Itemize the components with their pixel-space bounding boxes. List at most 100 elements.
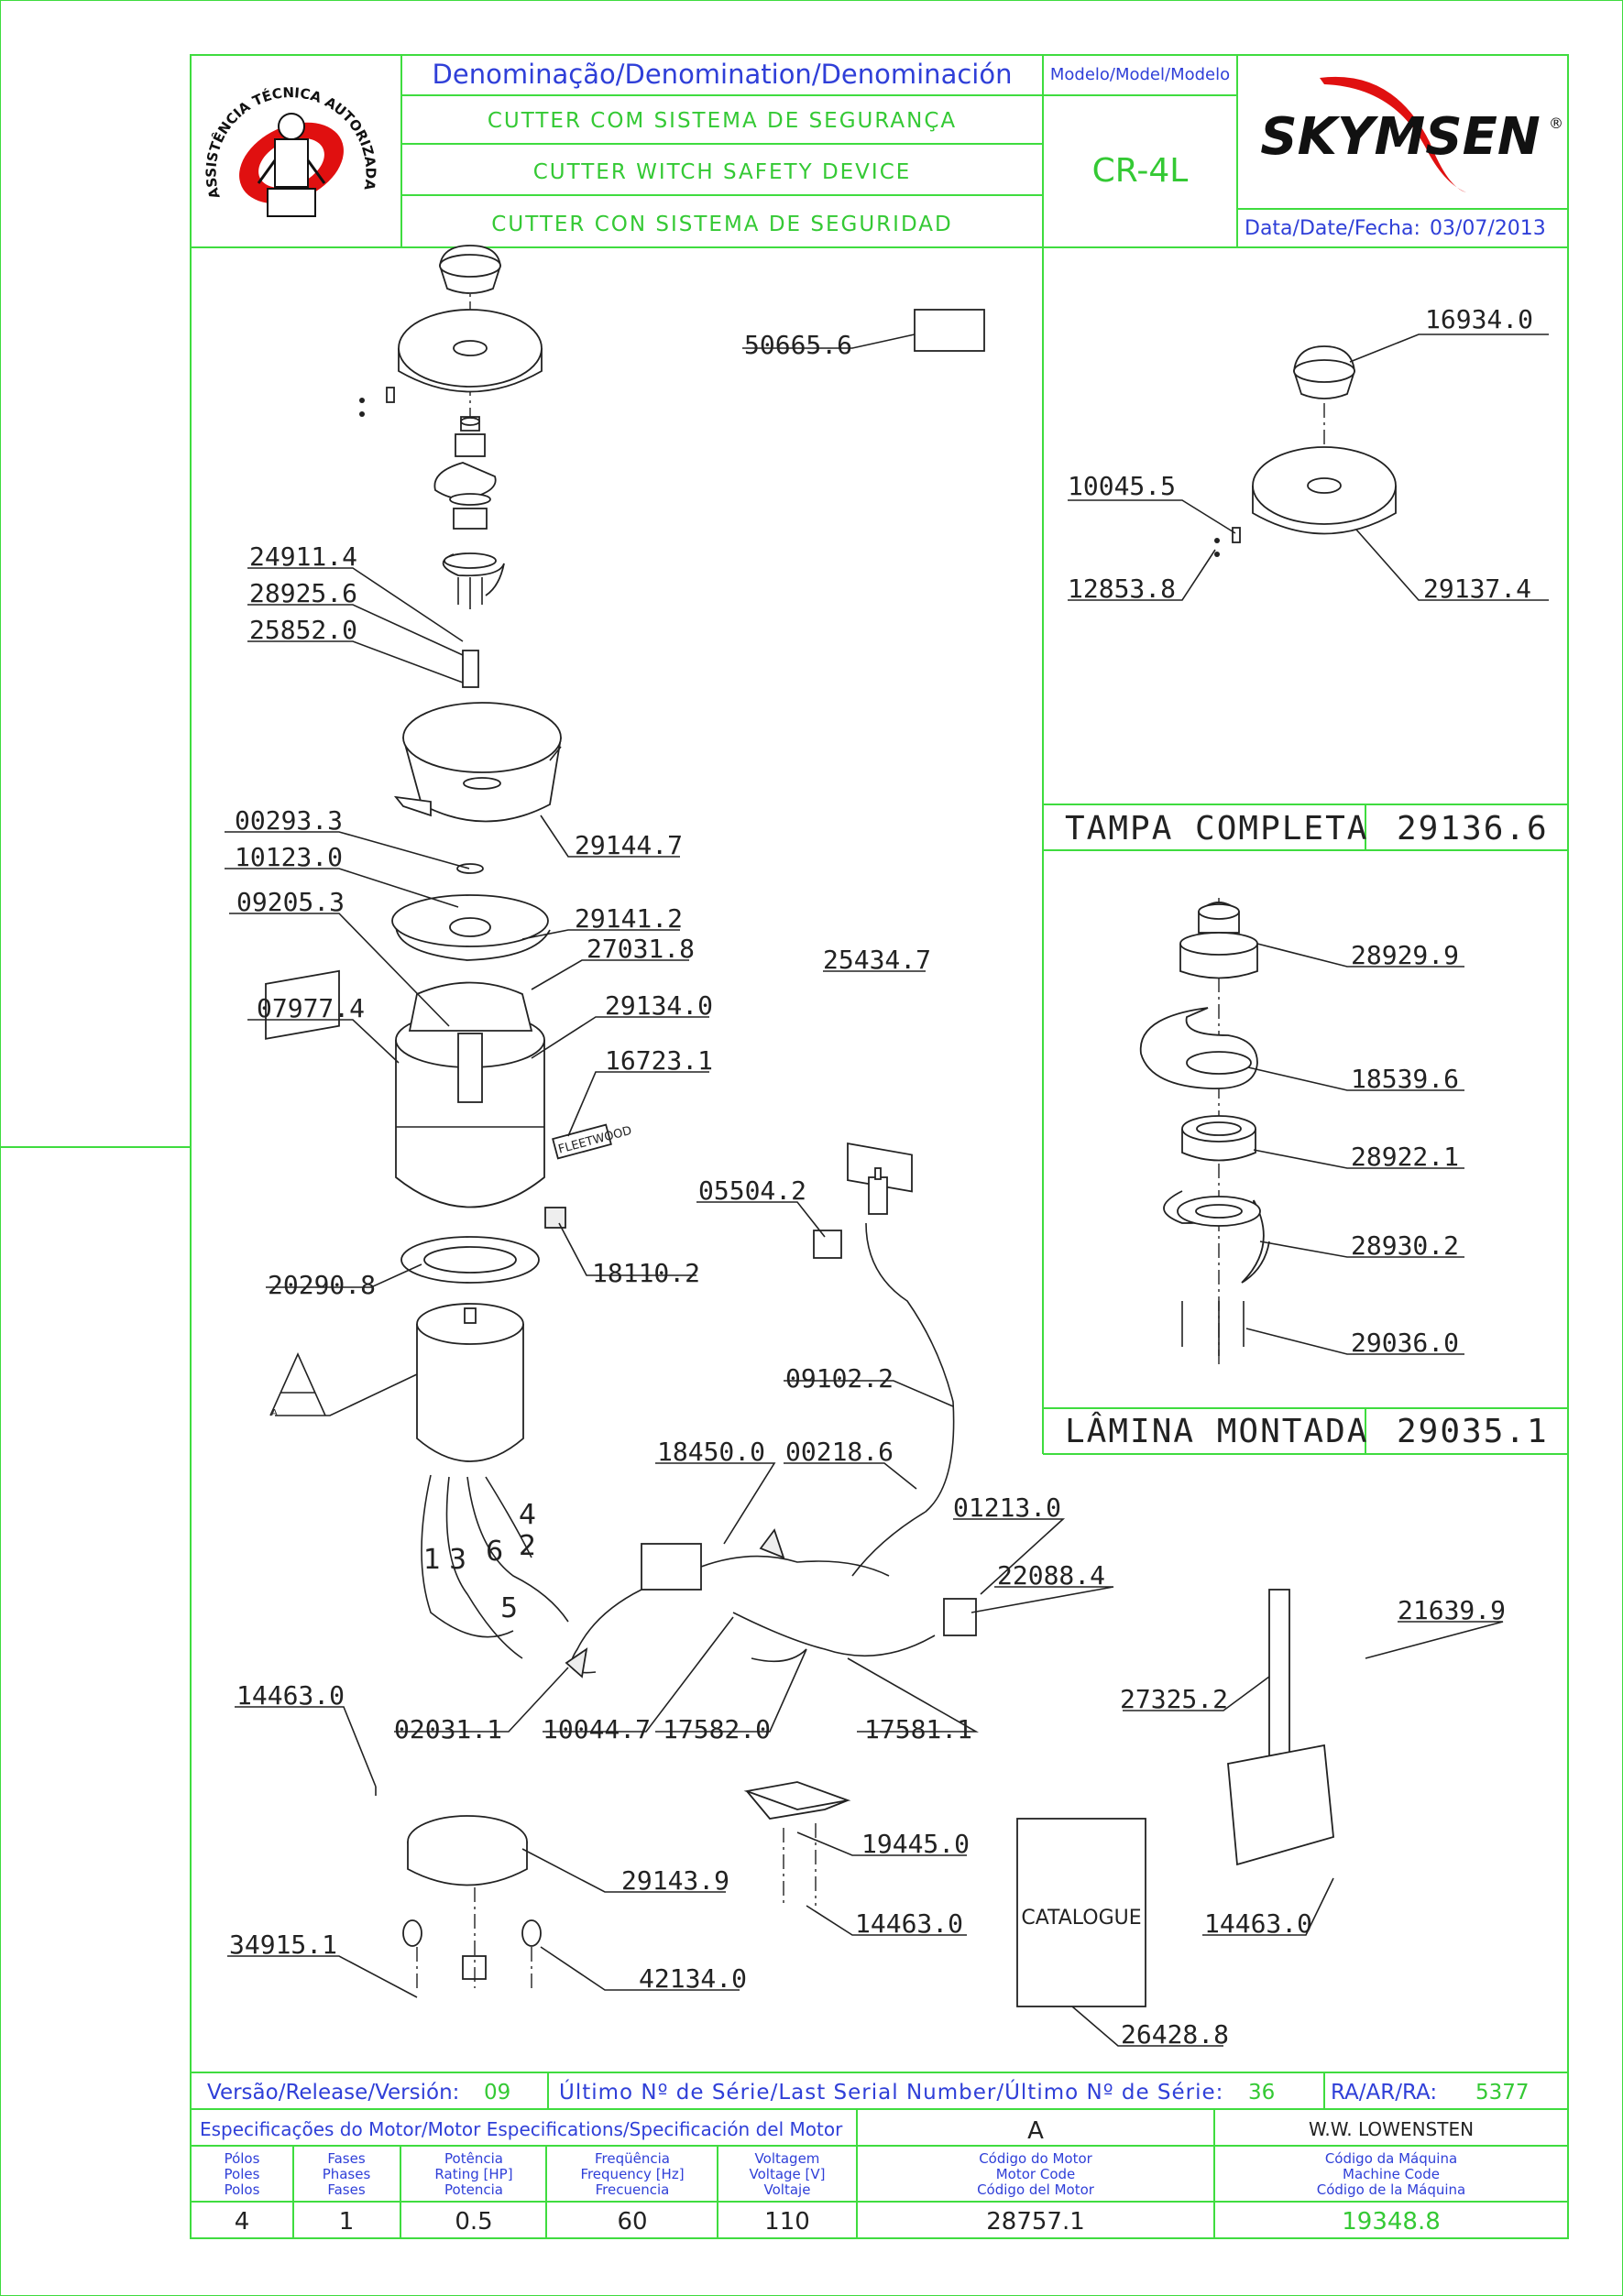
label-42134: 42134.0 — [639, 1963, 747, 1994]
label-01213: 01213.0 — [953, 1492, 1061, 1523]
blade-assembly-code: 29035.1 — [1397, 1413, 1549, 1450]
version-value: 09 — [484, 2081, 510, 2105]
right-panels: TAMPA COMPLETA 29136.6 LÂMINA MONTADA 29… — [1042, 247, 1568, 1455]
label-19445: 19445.0 — [861, 1829, 970, 1859]
col-phases-pt: Fases — [327, 2150, 365, 2167]
power-value: 0.5 — [455, 2208, 492, 2236]
label-10123: 10123.0 — [235, 842, 343, 872]
machine-code-value: 19348.8 — [1342, 2208, 1441, 2236]
label-16723: 16723.1 — [605, 1045, 713, 1076]
col-machine-code-pt: Código da Máquina — [1325, 2150, 1457, 2167]
col-phases-es: Fases — [327, 2181, 365, 2198]
wire-label-1: 1 — [423, 1544, 441, 1576]
label-07977: 07977.4 — [257, 993, 365, 1023]
motor-letter-label: A — [271, 1408, 278, 1418]
label-16934: 16934.0 — [1425, 304, 1533, 334]
col-phases-en: Phases — [323, 2166, 371, 2182]
label-18110: 18110.2 — [592, 1258, 700, 1288]
col-power-en: Rating [HP] — [434, 2166, 512, 2182]
label-14463-b: 14463.0 — [855, 1908, 963, 1939]
col-freq-es: Frecuencia — [596, 2181, 670, 2198]
wire-label-6: 6 — [486, 1536, 503, 1568]
label-14463-c: 14463.0 — [1204, 1908, 1312, 1939]
motor-code-value: 28757.1 — [986, 2208, 1085, 2236]
col-machine-code-en: Machine Code — [1343, 2166, 1440, 2182]
name-portuguese: CUTTER COM SISTEMA DE SEGURANÇA — [488, 109, 957, 133]
label-05504: 05504.2 — [698, 1175, 806, 1206]
label-10044: 10044.7 — [543, 1714, 651, 1744]
col-freq-en: Frequency [Hz] — [580, 2166, 684, 2182]
blade-assembly-title: LÂMINA MONTADA — [1065, 1412, 1368, 1450]
blade-assembly-drawing: 28929.9 18539.6 28922.1 28930.2 29036.0 — [1139, 898, 1464, 1365]
footer-table: Versão/Release/Versión: 09 Último Nº de … — [191, 2072, 1568, 2238]
label-29036: 29036.0 — [1351, 1328, 1459, 1358]
motor-housing — [395, 1040, 545, 1208]
col-poles-pt: Pólos — [225, 2150, 260, 2167]
label-29144: 29144.7 — [575, 830, 683, 860]
col-power-pt: Potência — [444, 2150, 503, 2167]
frequency-value: 60 — [617, 2208, 647, 2236]
label-28930: 28930.2 — [1351, 1230, 1459, 1261]
motor-spec-label: Especificações do Motor/Motor Especifica… — [200, 2118, 843, 2140]
wire-label-5: 5 — [500, 1592, 518, 1624]
label-00293: 00293.3 — [235, 805, 343, 836]
label-00218: 00218.6 — [785, 1437, 894, 1467]
lid-assembly-code: 29136.6 — [1397, 810, 1549, 847]
motor-a — [416, 1324, 524, 1462]
label-18450: 18450.0 — [657, 1437, 765, 1467]
motor-spec-letter: A — [1027, 2117, 1044, 2145]
authorized-assistance-seal: ASSISTÊNCIA TÉCNICA AUTORIZADA — [203, 84, 379, 217]
terminal-block — [641, 1543, 702, 1591]
skymsen-logo: SKYMSEN ® — [1260, 76, 1563, 192]
serial-value: 36 — [1248, 2081, 1275, 2105]
wire-label-4: 4 — [519, 1499, 536, 1531]
label-02031: 02031.1 — [394, 1714, 502, 1744]
voltage-value: 110 — [764, 2208, 810, 2236]
brand-name: SKYMSEN — [1260, 107, 1540, 167]
label-29141: 29141.2 — [575, 903, 683, 934]
label-12853: 12853.8 — [1068, 574, 1176, 604]
label-25852: 25852.0 — [249, 615, 357, 645]
poles-value: 4 — [235, 2208, 250, 2236]
wire-label-3: 3 — [449, 1544, 466, 1576]
col-volt-pt: Voltagem — [755, 2150, 820, 2167]
name-spanish: CUTTER CON SISTEMA DE SEGURIDAD — [491, 213, 952, 236]
brand-mark: ® — [1549, 115, 1563, 132]
col-machine-code-es: Código de la Máquina — [1317, 2181, 1465, 2198]
label-28929: 28929.9 — [1351, 940, 1459, 970]
col-motor-code-es: Código del Motor — [977, 2181, 1095, 2198]
handle-post — [1268, 1589, 1290, 1774]
label-29143: 29143.9 — [621, 1865, 729, 1896]
label-09102: 09102.2 — [785, 1363, 894, 1394]
wire-label-2: 2 — [519, 1530, 536, 1562]
label-26428: 26428.8 — [1121, 2019, 1229, 2050]
ra-label: RA/AR/RA: — [1331, 2081, 1437, 2105]
col-volt-en: Voltage [V] — [750, 2166, 826, 2182]
col-power-es: Potencia — [444, 2181, 503, 2198]
fleetwood-plate — [552, 1123, 612, 1160]
label-27031: 27031.8 — [587, 934, 695, 964]
title-block: Denominação/Denomination/Denominación CU… — [191, 55, 1568, 248]
label-17582: 17582.0 — [663, 1714, 771, 1744]
label-22088: 22088.4 — [997, 1560, 1105, 1591]
label-24911: 24911.4 — [249, 541, 357, 572]
label-29137: 29137.4 — [1423, 574, 1531, 604]
phases-value: 1 — [339, 2208, 355, 2236]
label-50665: 50665.6 — [744, 330, 852, 360]
label-25434: 25434.7 — [823, 945, 931, 975]
upper-blade — [1139, 1007, 1258, 1089]
label-21639: 21639.9 — [1398, 1595, 1506, 1625]
model-value: CR-4L — [1092, 152, 1189, 190]
label-27325: 27325.2 — [1120, 1684, 1228, 1714]
warning-decal — [914, 309, 985, 352]
col-motor-code-pt: Código do Motor — [979, 2150, 1092, 2167]
ra-value: 5377 — [1475, 2081, 1530, 2105]
denomination-label: Denominação/Denomination/Denominación — [433, 59, 1013, 90]
drawing-frame — [190, 54, 1569, 2239]
label-18539: 18539.6 — [1351, 1064, 1459, 1094]
name-english: CUTTER WITCH SAFETY DEVICE — [533, 160, 912, 184]
label-28922: 28922.1 — [1351, 1142, 1459, 1172]
label-17581: 17581.1 — [864, 1714, 972, 1744]
label-28925: 28925.6 — [249, 578, 357, 608]
date-label: Data/Date/Fecha: — [1245, 217, 1420, 240]
